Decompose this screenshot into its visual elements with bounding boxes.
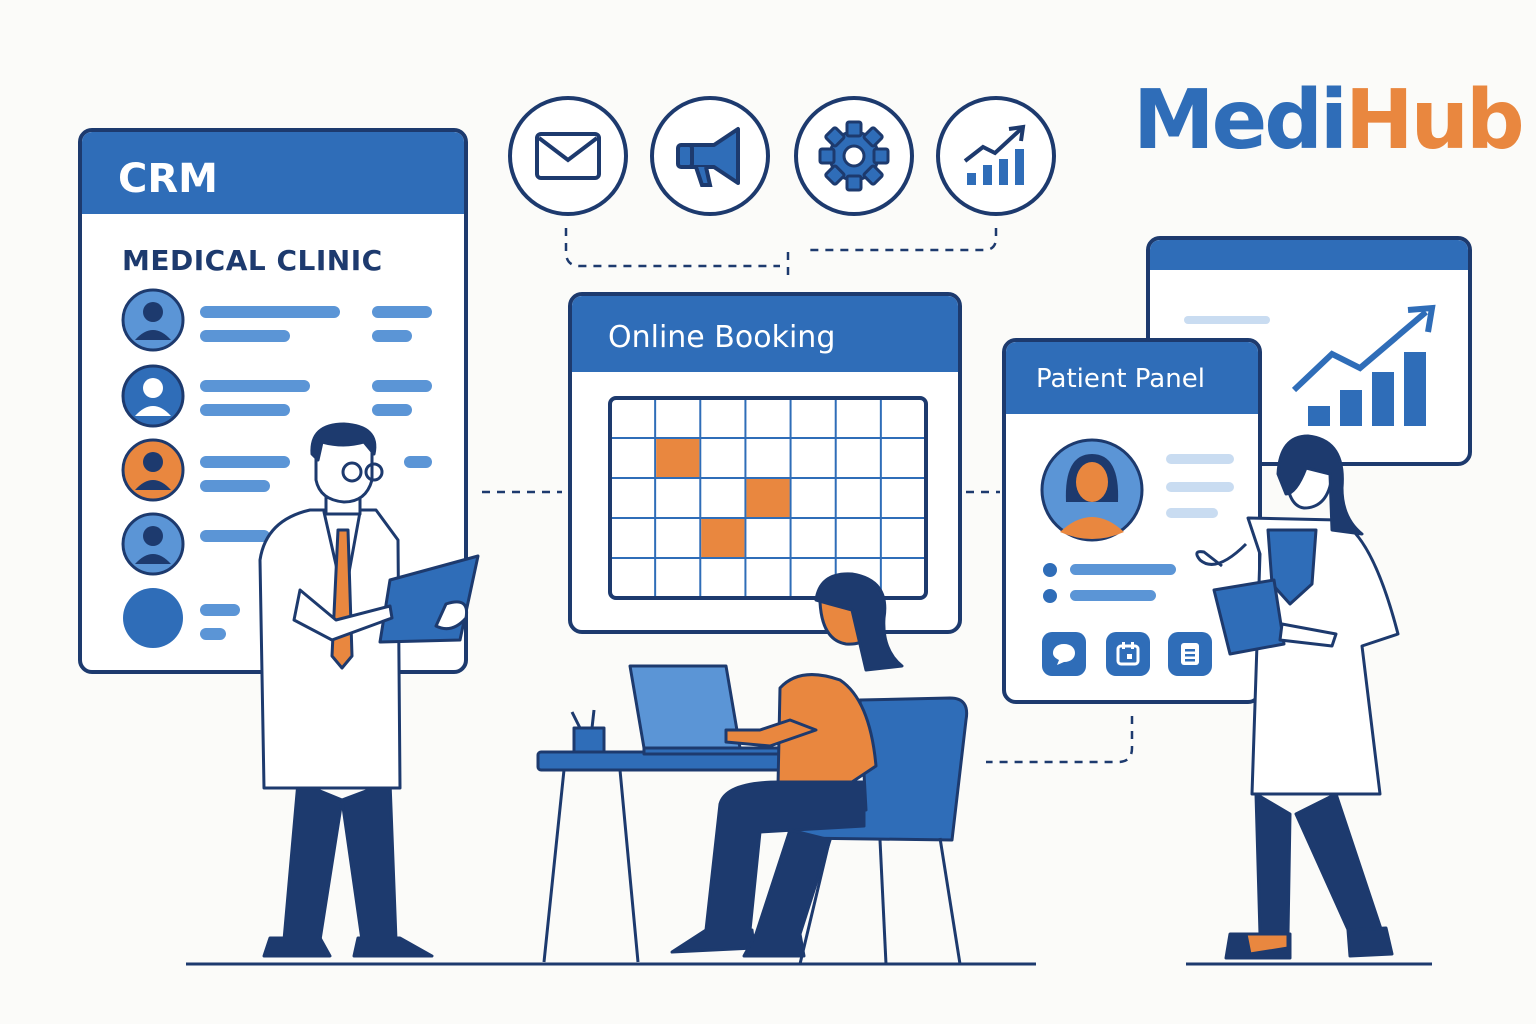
crm-panel-title: CRM xyxy=(82,132,464,214)
female-doctor-illustration xyxy=(1195,434,1400,960)
contact-row[interactable] xyxy=(121,288,432,352)
patient-panel: Patient Panel xyxy=(1002,338,1262,704)
contact-row[interactable] xyxy=(121,364,432,428)
crm-contact-list xyxy=(121,288,432,648)
crm-panel-subtitle: MEDICAL CLINIC xyxy=(122,244,383,277)
contact-row[interactable] xyxy=(121,438,432,502)
patient-panel-title: Patient Panel xyxy=(1006,342,1258,414)
contact-row[interactable] xyxy=(121,512,270,576)
envelope-icon xyxy=(535,132,601,180)
document-icon xyxy=(1181,643,1199,665)
chat-icon xyxy=(1053,644,1075,665)
booking-calendar-grid[interactable] xyxy=(608,396,932,604)
patient-avatar xyxy=(1040,438,1144,542)
booked-slot[interactable] xyxy=(656,439,700,477)
analytics-growth-chart-icon xyxy=(1184,304,1436,426)
brand-logo-part2: Hub xyxy=(1345,73,1525,168)
calendar-icon xyxy=(1116,642,1140,666)
gear-icon xyxy=(818,120,890,192)
patient-panel-content xyxy=(1040,438,1234,603)
patient-document-button[interactable] xyxy=(1168,632,1212,676)
analytics-feature-button[interactable] xyxy=(936,96,1056,216)
booked-slot[interactable] xyxy=(746,479,790,517)
growth-chart-icon xyxy=(963,124,1026,185)
megaphone-icon xyxy=(676,127,740,187)
brand-logo: MediHub xyxy=(1133,80,1525,162)
reception-desk-illustration xyxy=(536,572,969,965)
brand-logo-part1: Medi xyxy=(1133,73,1348,168)
email-feature-button[interactable] xyxy=(508,96,628,216)
marketing-feature-button[interactable] xyxy=(650,96,770,216)
booked-slot[interactable] xyxy=(701,519,745,557)
patient-calendar-button[interactable] xyxy=(1106,632,1150,676)
analytics-panel-header xyxy=(1150,240,1468,270)
online-booking-title: Online Booking xyxy=(572,296,958,372)
patient-chat-button[interactable] xyxy=(1042,632,1086,676)
contact-row[interactable] xyxy=(123,588,240,648)
male-doctor-illustration xyxy=(258,422,480,958)
online-booking-panel: Online Booking xyxy=(568,292,962,634)
settings-feature-button[interactable] xyxy=(794,96,914,216)
